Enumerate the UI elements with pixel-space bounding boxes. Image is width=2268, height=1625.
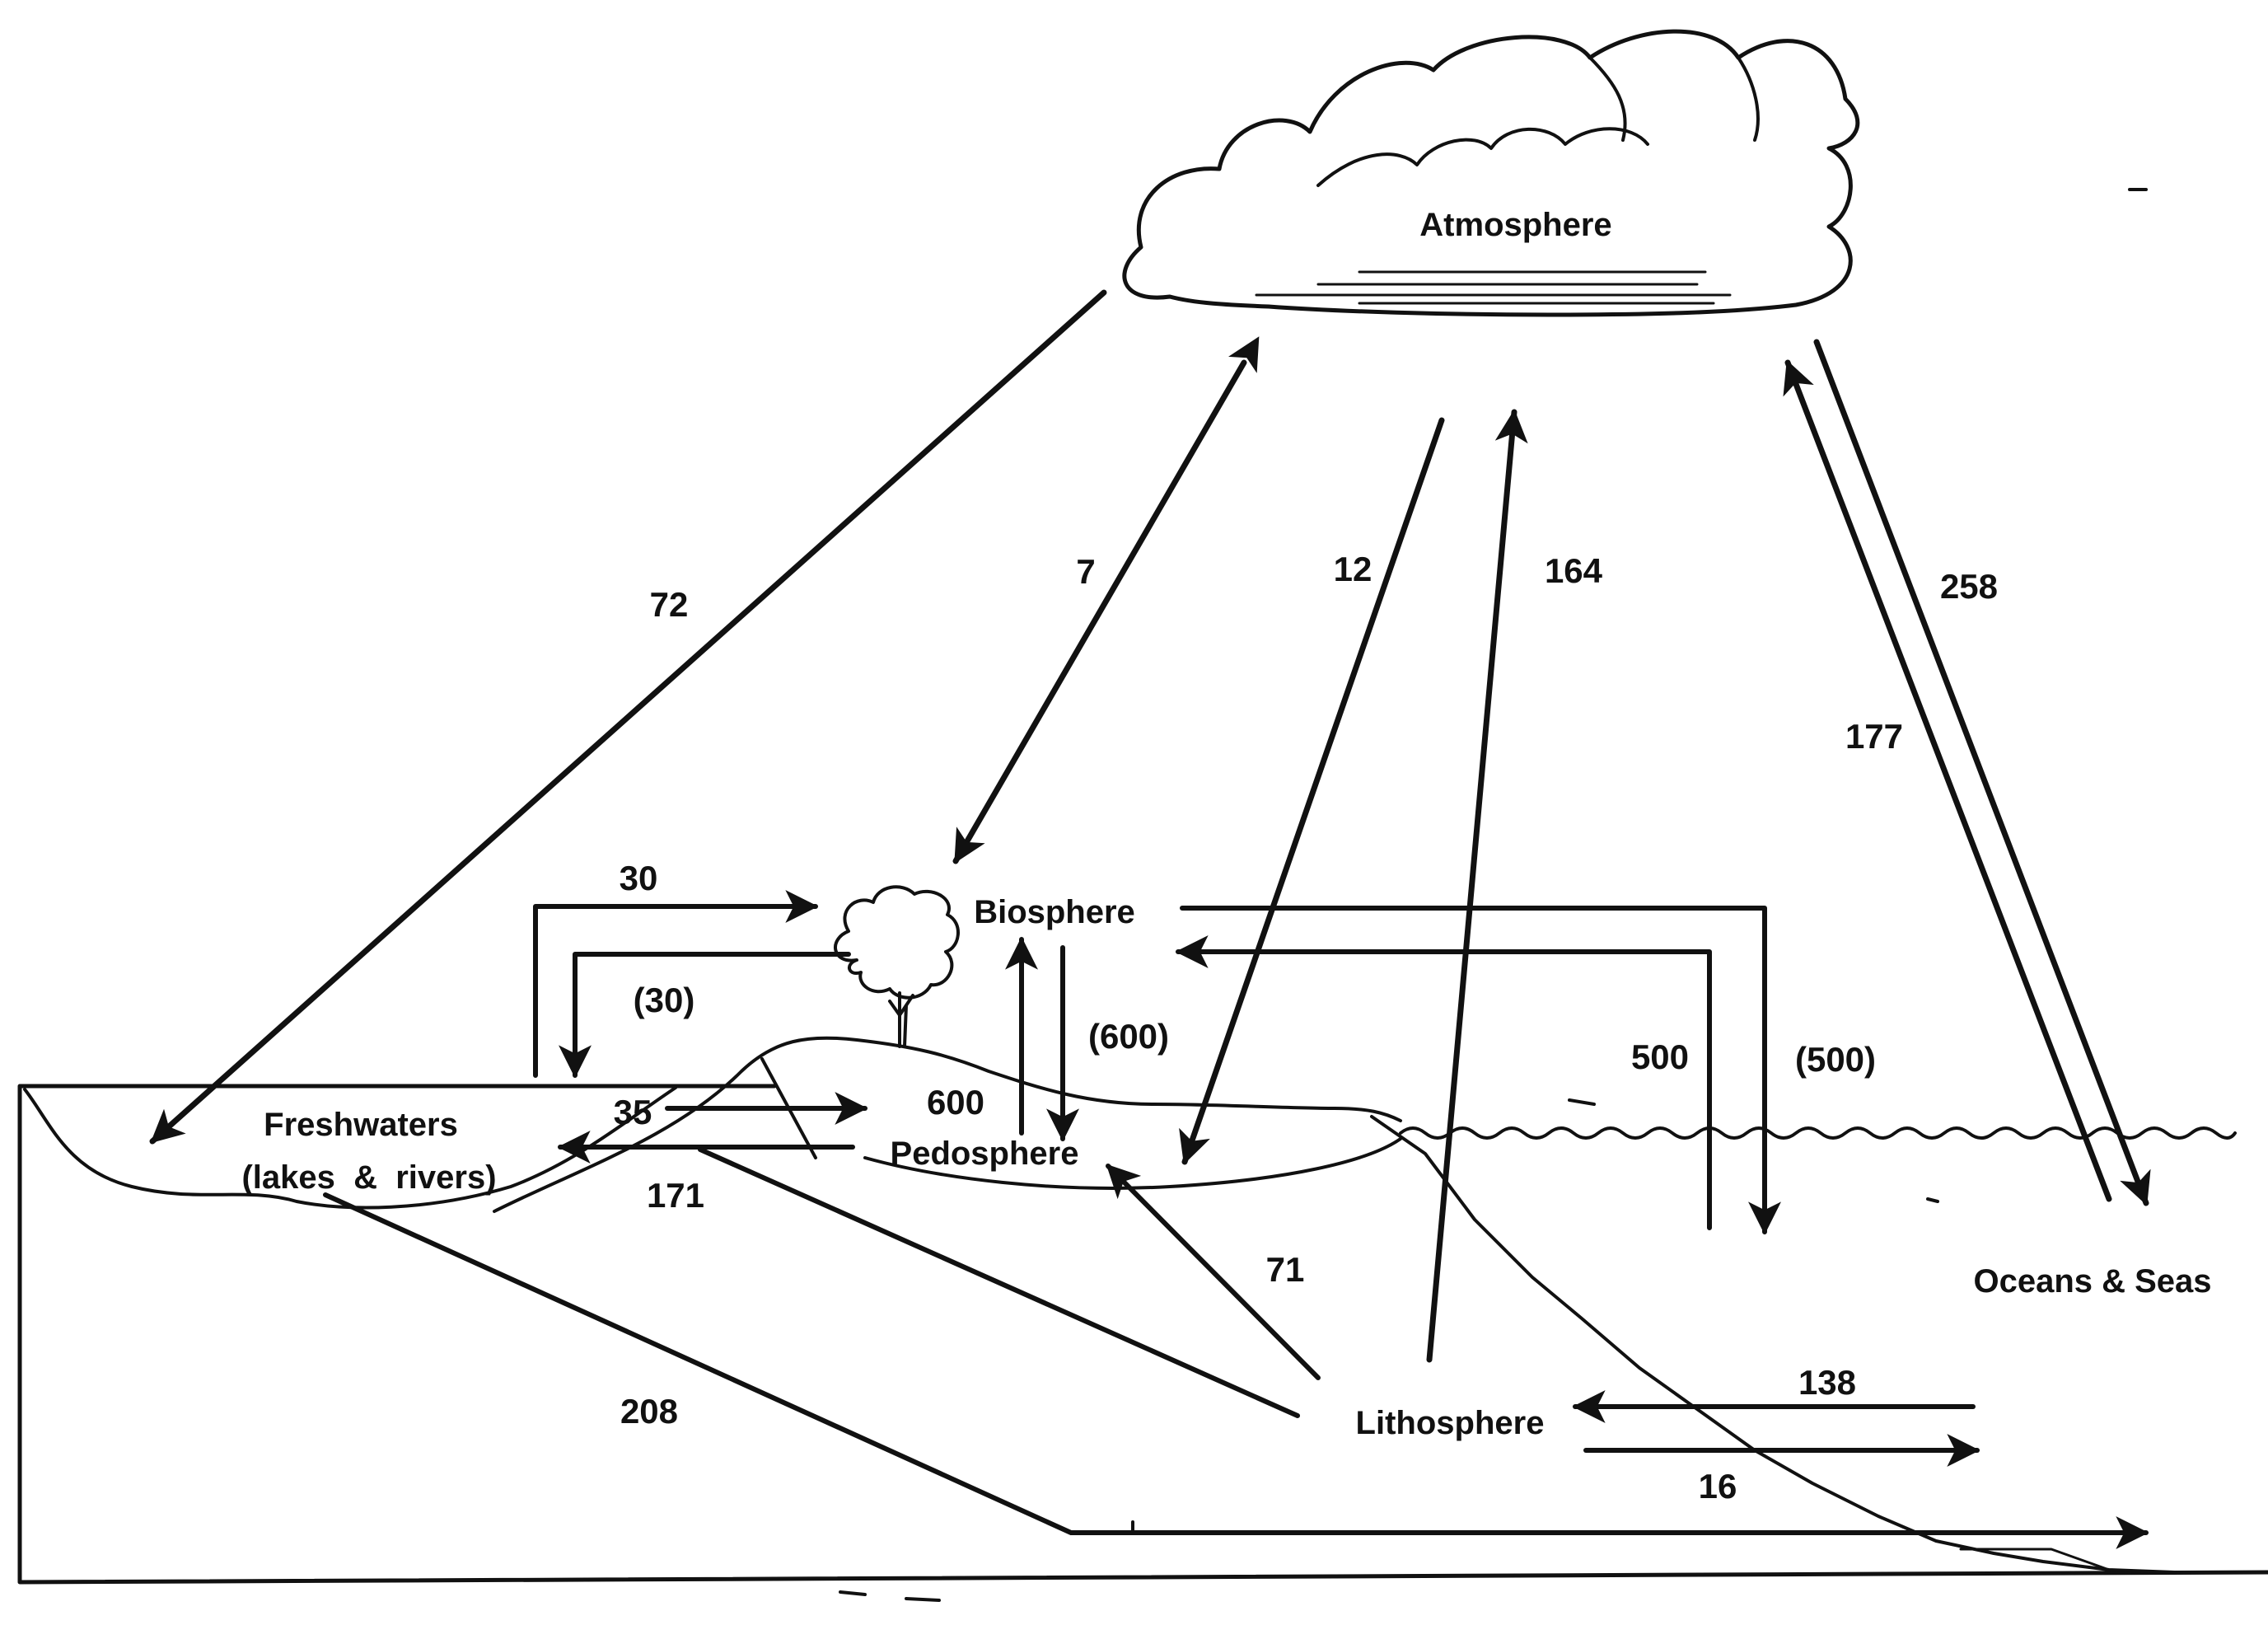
flow-arrows [152,293,2146,1533]
cloud-icon [1125,31,1858,315]
arrow-biosphere-freshwaters [575,954,849,1075]
flow-label-72: 72 [650,585,689,624]
landscape [20,190,2268,1600]
flow-label-258: 258 [1940,567,1998,606]
tree-icon [835,887,958,1047]
mark-4 [1928,1199,1938,1201]
sea-floor [1372,1117,2175,1572]
flow-label-35: 35 [614,1093,652,1131]
arrow-atm-pedosphere [1185,420,1442,1162]
arrow-litho-freshwaters [700,1150,1298,1416]
label-pedosphere: Pedosphere [891,1136,1079,1172]
arrow-atm-biosphere [956,363,1244,861]
mark-2 [1569,1100,1594,1104]
arrow-atm-freshwaters [152,293,1104,1141]
mark-3 [840,1592,939,1600]
label-atmosphere: Atmosphere [1419,207,1611,243]
label-biosphere: Biosphere [974,894,1135,930]
label-lithosphere: Lithosphere [1356,1405,1545,1441]
flow-label-500-paren: (500) [1795,1040,1876,1079]
label-freshwaters: Freshwaters [264,1107,458,1143]
flow-label-171: 171 [647,1176,704,1215]
flow-label-138: 138 [1798,1363,1856,1402]
flow-label-71: 71 [1266,1250,1305,1289]
flow-label-164: 164 [1545,551,1603,590]
flow-label-500: 500 [1631,1037,1689,1076]
ocean-surface [1401,1128,2235,1138]
arrow-freshwaters-oceans [325,1195,2146,1533]
label-freshwaters-sub: (lakes & rivers) [241,1159,496,1196]
flow-label-208: 208 [620,1392,678,1431]
flow-label-600: 600 [927,1083,984,1122]
flow-label-600-paren: (600) [1088,1017,1169,1056]
flow-label-30: 30 [620,859,658,897]
flow-label-177: 177 [1845,717,1903,756]
flow-label-12: 12 [1334,550,1372,588]
flow-label-30-paren: (30) [634,981,695,1019]
flow-label-7: 7 [1076,552,1095,591]
label-oceans: Oceans & Seas [1973,1263,2211,1300]
flow-label-16: 16 [1699,1467,1737,1506]
